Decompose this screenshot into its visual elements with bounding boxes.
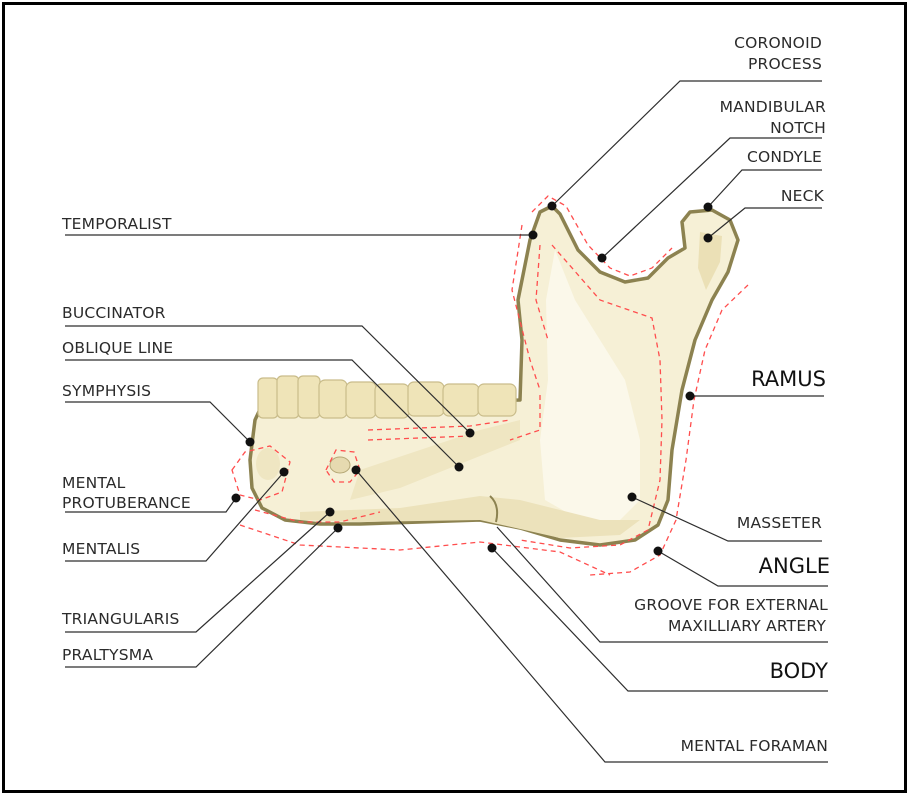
label-coronoid-line2: PROCESS: [748, 55, 822, 73]
tooth: [477, 383, 517, 417]
tooth: [318, 379, 348, 419]
mental-protuberance-shape: [256, 448, 280, 480]
ridge-shading: [350, 420, 520, 500]
dot-buccinator: [465, 428, 475, 438]
leader-angle: [657, 550, 828, 587]
labels: CORONOID PROCESS MANDIBULAR NOTCH CONDYL…: [61, 34, 830, 755]
ramus-shading: [540, 250, 640, 520]
dot-oblique: [454, 462, 464, 472]
leader-oblique: [65, 359, 460, 468]
tooth: [374, 383, 410, 419]
leader-masseter: [631, 496, 822, 542]
pointer-dots: [231, 201, 713, 556]
lower-border-shading: [300, 496, 640, 538]
label-masseter: MASSETER: [737, 514, 822, 532]
leader-lines: [65, 80, 828, 763]
leader-mentalis: [65, 471, 285, 562]
dot-ramus: [685, 391, 695, 401]
label-coronoid-line1: CORONOID: [734, 34, 822, 52]
tooth: [407, 381, 445, 417]
label-oblique-line: OBLIQUE LINE: [62, 339, 173, 357]
dot-condyle: [703, 202, 713, 212]
leader-praltysma: [65, 527, 339, 668]
leader-neck: [707, 207, 822, 239]
label-body: BODY: [770, 659, 829, 683]
dot-angle: [653, 546, 663, 556]
leader-symphysis: [65, 401, 251, 443]
dot-praltysma: [333, 523, 343, 533]
leader-coronoid: [551, 80, 822, 207]
leader-buccinator: [65, 325, 471, 434]
mentalis-outline: [231, 445, 291, 501]
dot-triangularis: [325, 507, 335, 517]
leader-mental-foraman: [355, 469, 828, 763]
dot-mentalis: [279, 467, 289, 477]
leader-condyle: [707, 169, 822, 208]
mandible-outline: [248, 204, 740, 547]
dot-mandibular: [597, 253, 607, 263]
label-triangularis: TRIANGULARIS: [61, 610, 180, 628]
tooth: [257, 377, 279, 419]
label-mental-line2: PROTUBERANCE: [62, 494, 191, 512]
platysma-outline: [239, 524, 611, 576]
label-condyle: CONDYLE: [747, 148, 822, 166]
label-buccinator: BUCCINATOR: [62, 304, 166, 322]
label-angle: ANGLE: [759, 554, 830, 578]
dot-temporalist: [528, 230, 538, 240]
dot-body: [487, 543, 497, 553]
label-praltysma: PRALTYSMA: [62, 646, 153, 664]
ramus-border-outline: [589, 284, 749, 576]
label-mental-line1: MENTAL: [62, 474, 126, 492]
dot-masseter: [627, 492, 637, 502]
label-groove-line2: MAXILLIARY ARTERY: [668, 617, 826, 635]
mental-foramen-outline: [325, 449, 361, 483]
leader-mandibular: [601, 137, 822, 259]
tooth: [276, 375, 300, 419]
dot-symphysis: [245, 437, 255, 447]
tooth: [297, 375, 321, 419]
groove-line: [489, 495, 499, 523]
label-symphysis: SYMPHYSIS: [62, 382, 151, 400]
leader-body: [491, 547, 828, 692]
leader-groove: [496, 526, 828, 643]
label-mental-foraman: MENTAL FORAMAN: [681, 737, 828, 755]
tooth: [345, 381, 377, 419]
dot-coronoid: [547, 201, 557, 211]
mental-foramen-shape: [329, 456, 351, 474]
teeth: [257, 375, 517, 419]
label-mandibular-line2: NOTCH: [770, 119, 826, 137]
mandible-bone: [248, 204, 740, 547]
dot-mental-protuberance: [231, 493, 241, 503]
buccinator-outline: [367, 419, 511, 441]
label-groove-line1: GROOVE FOR EXTERNAL: [634, 596, 828, 614]
label-neck: NECK: [781, 187, 825, 205]
leader-triangularis: [65, 511, 331, 633]
dot-mental-foraman: [351, 465, 361, 475]
masseter-outline: [509, 244, 663, 549]
label-ramus: RAMUS: [751, 367, 826, 391]
leader-mental-protuberance: [65, 497, 237, 513]
dot-neck: [703, 233, 713, 243]
label-temporalist: TEMPORALIST: [61, 215, 172, 233]
label-mentalis: MENTALIS: [62, 540, 140, 558]
condyle-shading: [698, 232, 722, 290]
triangularis-outline: [254, 509, 381, 523]
label-mandibular-line1: MANDIBULAR: [720, 98, 826, 116]
